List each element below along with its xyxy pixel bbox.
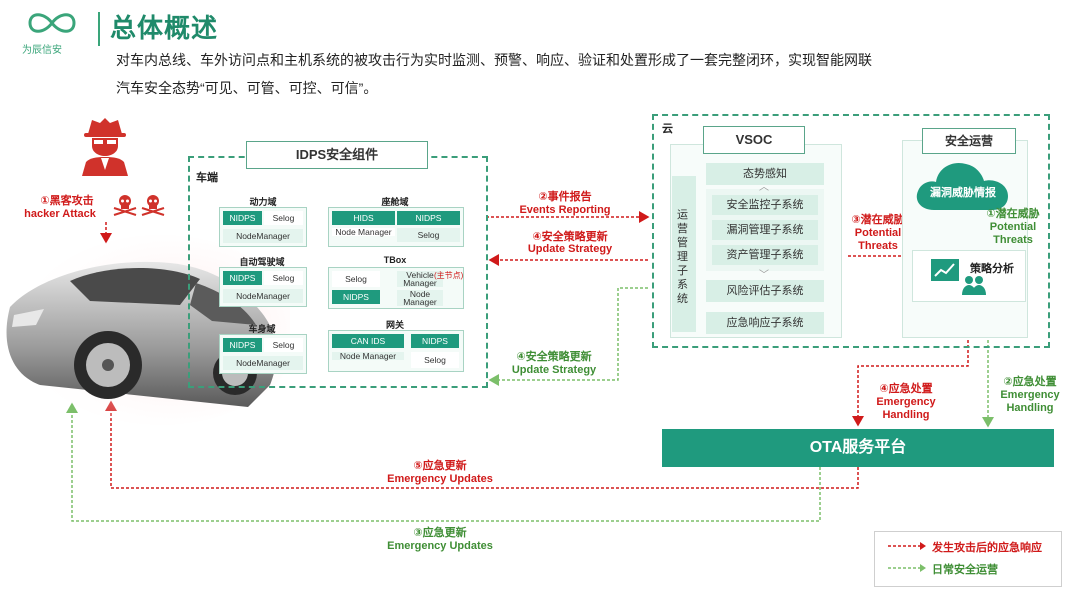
- chip-selog: Selog: [264, 211, 303, 225]
- threat-intel-label: 漏洞威胁情报: [930, 187, 996, 199]
- update-strategy-red-label-cn: ④安全策略更新: [532, 231, 608, 243]
- emergency-updates-green-label-cn: ③应急更新: [413, 527, 467, 539]
- events-reporting-label-cn: ②事件报告: [538, 191, 592, 203]
- update-strategy-green-label-cn: ④安全策略更新: [516, 351, 592, 363]
- hacker-icon: [82, 118, 128, 176]
- potential-threats-red-label-cn: ③潜在威胁: [851, 214, 905, 226]
- emergency-updates-green-arrow: [66, 402, 821, 522]
- legend-green-arrow-icon: [888, 564, 926, 572]
- intro-line-2: 汽车安全态势“可见、可管、可控、可信”。: [116, 80, 378, 96]
- update-strategy-red-label-en: Update Strategy: [527, 243, 613, 255]
- infinity-logo-icon: [28, 13, 76, 33]
- emergency-handling-red-label-en1: Emergency: [876, 396, 936, 408]
- chip-nodemanager: NodeManager: [223, 356, 303, 370]
- chip-nidps: NIDPS: [223, 271, 262, 285]
- emergency-handling-red-label-en2: Handling: [882, 409, 930, 421]
- domain-powertrain: NIDPS Selog NodeManager: [219, 207, 307, 247]
- chip-selog: Selog: [411, 352, 459, 368]
- chip-selog: Selog: [264, 271, 303, 285]
- emergency-handling-red-label-cn: ④应急处置: [879, 383, 933, 395]
- potential-threats-green-label-en1: Potential: [989, 221, 1037, 233]
- emergency-response-subsystem: 应急响应子系统: [706, 312, 824, 334]
- legend: [874, 531, 1062, 587]
- emergency-handling-green-label-cn: ②应急处置: [1003, 376, 1057, 388]
- chevron-up-icon: ︿: [759, 182, 769, 193]
- chip-nidps: NIDPS: [411, 334, 459, 348]
- pirate-flag-icon: [113, 195, 137, 216]
- users-icon: [962, 276, 986, 295]
- emergency-updates-red-label-en: Emergency Updates: [387, 473, 493, 485]
- tbox-master-note: (主节点): [434, 271, 464, 280]
- chip-nodemanager: NodeManager: [223, 229, 303, 243]
- chart-board-icon: [931, 259, 959, 281]
- chip-selog: Selog: [332, 271, 380, 287]
- security-ops-title: 安全运营: [922, 128, 1016, 154]
- logo: 为辰信安: [22, 10, 94, 56]
- chip-selog: Selog: [397, 228, 460, 242]
- events-reporting-label-en: Events Reporting: [519, 204, 611, 216]
- pirate-flag-icon: [141, 195, 165, 216]
- vulnerability-management-subsystem: 漏洞管理子系统: [712, 220, 818, 240]
- chip-nodemanager: Node Manager: [397, 290, 443, 306]
- logo-text: 为辰信安: [22, 45, 62, 56]
- chip-nodemanager: NodeManager: [223, 289, 303, 303]
- hacker-attack-label-cn: ①黑客攻击: [40, 195, 94, 207]
- chip-vehicle-manager: Vehicle Manager: [397, 271, 443, 287]
- chip-nidps: NIDPS: [397, 211, 460, 225]
- chip-nidps: NIDPS: [332, 290, 380, 304]
- chip-nodemanager: Node Manager: [332, 228, 395, 236]
- strategy-analysis-label: 策略分析: [970, 263, 1014, 275]
- domain-body: NIDPS Selog NodeManager: [219, 334, 307, 374]
- chip-nidps: NIDPS: [223, 211, 262, 225]
- cloud-label: 云: [662, 123, 673, 135]
- ota-platform: OTA服务平台: [662, 429, 1054, 467]
- cloud-panel: [652, 114, 1050, 348]
- domain-cockpit: HIDS NIDPS Node Manager Selog: [328, 207, 464, 247]
- emergency-handling-green-label-en2: Handling: [1006, 402, 1054, 414]
- domain-tbox-label: TBox: [383, 255, 407, 265]
- ops-management-system-label: 运营管理子系统: [677, 209, 688, 305]
- security-monitoring-subsystem: 安全监控子系统: [712, 195, 818, 215]
- legend-red-label: 发生攻击后的应急响应: [932, 542, 1042, 554]
- chip-can-ids: CAN IDS: [332, 334, 404, 348]
- emergency-handling-green-label-en1: Emergency: [1000, 389, 1060, 401]
- vsoc-title: VSOC: [703, 126, 805, 154]
- cloud-icon: [916, 162, 1008, 210]
- situational-awareness: 态势感知: [706, 163, 824, 185]
- legend-red-arrow-icon: [888, 542, 926, 550]
- header-divider: [98, 12, 100, 46]
- domain-body-label: 车身域: [248, 324, 276, 334]
- page-title: 总体概述: [110, 13, 219, 43]
- domain-gateway-label: 网关: [385, 320, 404, 330]
- potential-threats-red-label-en1: Potential: [854, 227, 902, 239]
- potential-threats-green-label-cn: ①潜在威胁: [986, 208, 1040, 220]
- domain-powertrain-label: 动力域: [249, 197, 277, 207]
- idps-panel-title: IDPS安全组件: [246, 141, 428, 169]
- vehicle-side-label: 车端: [196, 172, 218, 184]
- potential-threats-red-label-en2: Threats: [858, 240, 898, 252]
- intro-line-1: 对车内总线、车外访问点和主机系统的被攻击行为实时监测、预警、响应、验证和处置形成…: [116, 52, 872, 68]
- chevron-down-icon: ﹀: [759, 270, 769, 281]
- domain-tbox: Selog Vehicle Manager NIDPS Node Manager: [328, 267, 464, 309]
- update-strategy-green-label-en: Update Strategy: [511, 364, 597, 376]
- potential-threats-green-label-en2: Threats: [993, 234, 1033, 246]
- chip-nidps: NIDPS: [223, 338, 262, 352]
- emergency-updates-green-label-en: Emergency Updates: [387, 540, 493, 552]
- hacker-attack-label-en: hacker Attack: [24, 208, 96, 220]
- chip-hids: HIDS: [332, 211, 395, 225]
- legend-green-label: 日常安全运营: [932, 564, 998, 576]
- ops-management-system: [672, 176, 696, 332]
- emergency-updates-red-arrow: [105, 400, 859, 489]
- chip-nodemanager: Node Manager: [332, 352, 404, 360]
- risk-assessment-subsystem: 风险评估子系统: [706, 280, 824, 302]
- emergency-updates-red-label-cn: ⑤应急更新: [413, 460, 467, 472]
- domain-adas: NIDPS Selog NodeManager: [219, 267, 307, 307]
- update-strategy-green-arrow: [488, 287, 648, 386]
- domain-adas-label: 自动驾驶域: [239, 257, 285, 267]
- chip-selog: Selog: [264, 338, 303, 352]
- asset-management-subsystem: 资产管理子系统: [712, 245, 818, 265]
- domain-gateway: CAN IDS NIDPS Node Manager Selog: [328, 330, 464, 372]
- domain-cockpit-label: 座舱域: [381, 197, 409, 207]
